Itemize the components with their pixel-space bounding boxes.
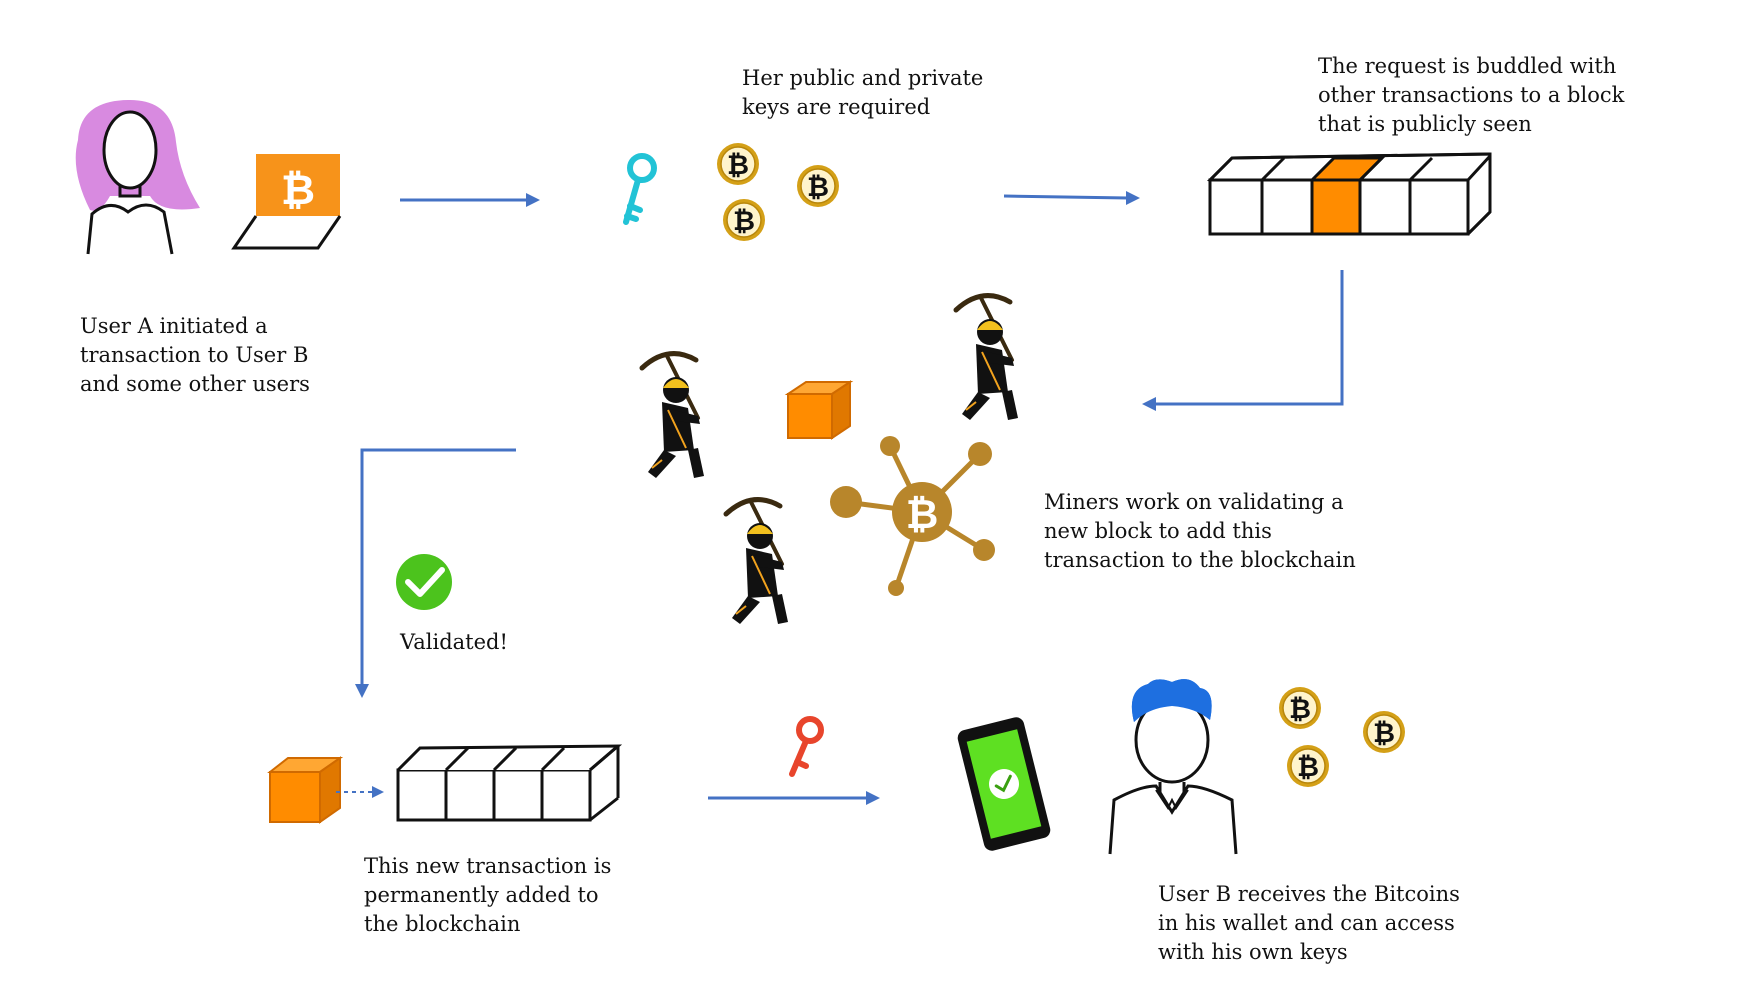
public-key-icon <box>623 153 657 225</box>
flow-arrow <box>708 791 880 805</box>
checkmark-icon <box>396 554 452 610</box>
blockchain-icon <box>1206 152 1492 236</box>
bitcoin-coin-icon <box>796 164 840 208</box>
private-key-icon <box>789 716 824 777</box>
caption-bundled: The request is buddled with other transa… <box>1318 54 1625 136</box>
caption-miners: Miners work on validating a new block to… <box>1044 490 1356 572</box>
flow-arrow <box>355 448 516 698</box>
caption-user-b: User B receives the Bitcoins in his wall… <box>1158 882 1460 964</box>
bitcoin-coin-icon <box>1362 710 1406 754</box>
bitcoin-coin-icon <box>1286 744 1330 788</box>
miner-icon <box>642 354 704 478</box>
caption-user-a: User A initiated a transaction to User B… <box>80 314 310 396</box>
bitcoin-coin-icon <box>716 142 760 186</box>
caption-validated: Validated! <box>400 630 508 654</box>
flow-arrow <box>1142 270 1344 411</box>
flow-arrow <box>400 193 540 207</box>
caption-added: This new transaction is permanently adde… <box>364 854 612 936</box>
miner-icon <box>726 500 788 624</box>
user-a-icon <box>75 100 200 255</box>
bitcoin-coin-icon <box>1278 686 1322 730</box>
orange-block-icon <box>267 756 344 824</box>
miner-icon <box>956 296 1018 420</box>
caption-keys-required: Her public and private keys are required <box>742 66 984 119</box>
bitcoin-coin-icon <box>722 198 766 242</box>
orange-block-icon <box>784 380 854 440</box>
bitcoin-symbol: ₿ <box>906 492 939 538</box>
bitcoin-network-icon: ₿ <box>830 436 995 596</box>
laptop-bitcoin-icon: ₿ <box>231 154 342 250</box>
user-b-icon <box>1108 679 1238 855</box>
blockchain-icon <box>396 744 623 822</box>
bitcoin-symbol: ₿ <box>281 165 315 214</box>
dotted-arrow <box>336 786 384 798</box>
flow-arrow <box>1003 191 1140 205</box>
phone-wallet-icon <box>957 717 1051 851</box>
